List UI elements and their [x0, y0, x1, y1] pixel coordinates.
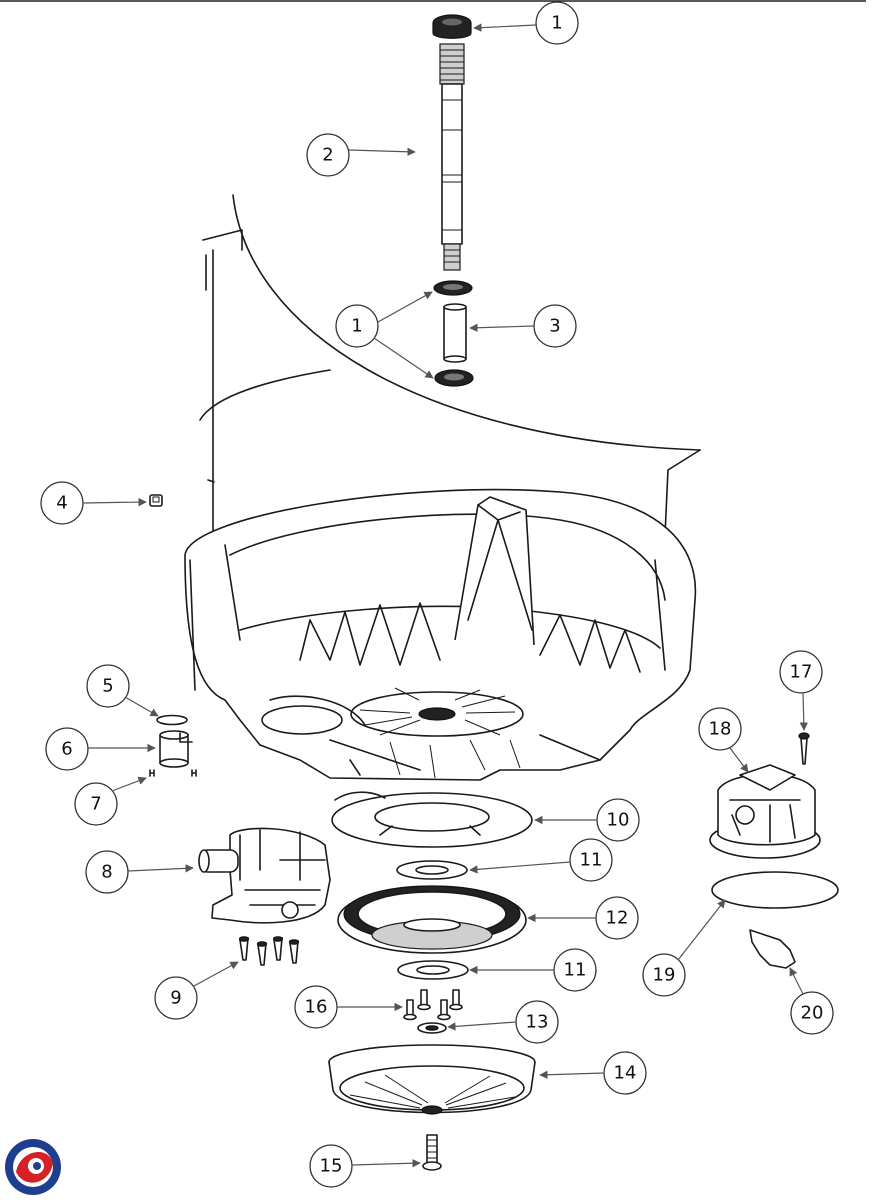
o-ring-small [156, 714, 188, 726]
callout-label: 16 [305, 997, 328, 1018]
callout-label: 18 [709, 719, 732, 740]
callout-label: 1 [551, 13, 562, 34]
clip-20 [749, 929, 796, 969]
callout-label: 4 [56, 493, 67, 514]
screw-set [238, 936, 300, 966]
gear-ring [337, 885, 527, 954]
callout-label: 5 [102, 676, 113, 697]
callout-label: 9 [170, 988, 181, 1009]
pump-assembly [198, 827, 331, 924]
bearing-lower [434, 369, 474, 387]
callout-label: 7 [90, 794, 101, 815]
hex-nut [417, 1022, 447, 1034]
callout-3: 3 [533, 304, 577, 348]
washer-plate-upper [396, 860, 468, 880]
clips [149, 769, 197, 777]
washer-plate-lower [397, 960, 469, 980]
callout-16: 16 [294, 985, 338, 1029]
bearing-cap-top [432, 14, 472, 39]
callout-label: 1 [351, 316, 362, 337]
wash-tub-base [184, 488, 697, 781]
callout-label: 15 [320, 1156, 343, 1177]
brand-logo [5, 1139, 61, 1195]
tank-body [199, 194, 701, 601]
mounting-plate [331, 791, 533, 848]
callout-label: 11 [564, 960, 587, 981]
callout-label: 3 [549, 316, 560, 337]
callout-label: 20 [801, 1003, 824, 1024]
callout-label: 6 [61, 739, 72, 760]
callout-14: 14 [603, 1051, 647, 1095]
callout-1-top: 1 [535, 1, 579, 45]
callout-12: 12 [595, 896, 639, 940]
callout-10: 10 [596, 798, 640, 842]
screw-17 [798, 732, 810, 765]
callout-1-bearings: 1 [335, 304, 379, 348]
callout-label: 12 [606, 908, 629, 929]
elbow-fitting [159, 730, 193, 768]
callout-19: 19 [642, 953, 686, 997]
callout-11-upper: 11 [569, 838, 613, 882]
callout-2: 2 [306, 133, 350, 177]
base-cover [328, 1044, 536, 1115]
callout-label: 13 [526, 1012, 549, 1033]
callout-13: 13 [515, 1000, 559, 1044]
small-nut [149, 494, 163, 507]
callout-label: 17 [790, 662, 813, 683]
callout-label: 11 [580, 850, 603, 871]
bearing-upper [433, 280, 473, 296]
callout-label: 10 [607, 810, 630, 831]
callout-8: 8 [85, 850, 129, 894]
callout-5: 5 [86, 664, 130, 708]
drive-shaft [439, 43, 465, 271]
callout-label: 2 [322, 145, 333, 166]
callout-9: 9 [154, 976, 198, 1020]
callout-15: 15 [309, 1144, 353, 1188]
drive-belt [711, 871, 839, 909]
motor-assembly [709, 764, 821, 859]
callout-20: 20 [790, 991, 834, 1035]
callout-label: 14 [614, 1063, 637, 1084]
callout-18: 18 [698, 707, 742, 751]
callout-11-lower: 11 [553, 948, 597, 992]
callout-label: 8 [101, 862, 112, 883]
callout-6: 6 [45, 727, 89, 771]
callout-17: 17 [779, 650, 823, 694]
center-bolt [422, 1134, 442, 1171]
callout-4: 4 [40, 481, 84, 525]
callout-label: 19 [653, 965, 676, 986]
callout-7: 7 [74, 782, 118, 826]
bolt-set [403, 989, 463, 1021]
spacer-tube [443, 303, 467, 363]
